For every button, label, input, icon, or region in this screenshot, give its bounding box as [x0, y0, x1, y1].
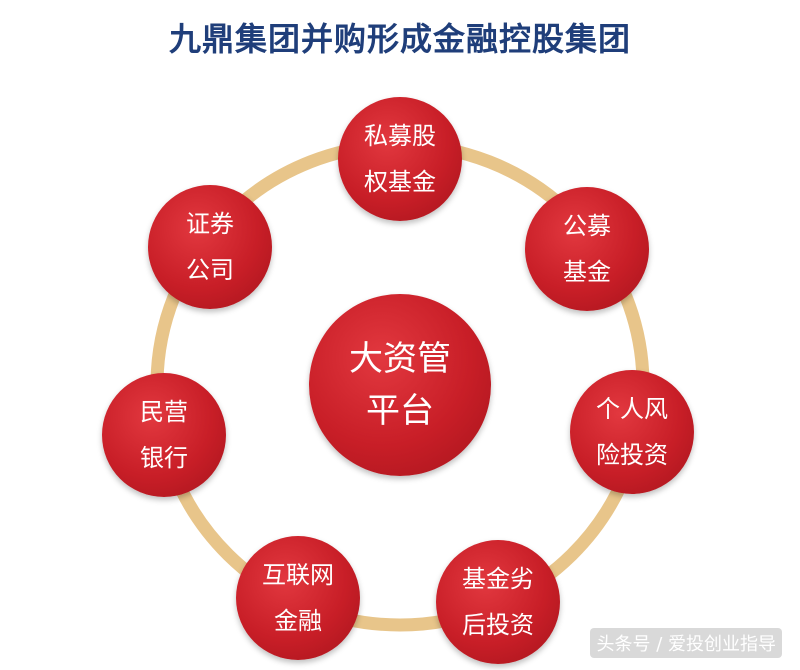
page-title: 九鼎集团并购形成金融控股集团	[168, 20, 631, 58]
watermark: 头条号 / 爱投创业指导	[590, 628, 782, 658]
node-label-line2: 险投资	[596, 441, 668, 469]
node-label-line1: 互联网	[262, 561, 334, 589]
node-label-line2: 权基金	[364, 168, 436, 196]
node-label-line1: 私募股	[364, 122, 436, 150]
node-private-bank: 民营 银行	[102, 373, 226, 497]
node-label-line2: 后投资	[462, 611, 534, 639]
center-node-asset-management-platform: 大资管 平台	[309, 294, 491, 476]
center-label-line1: 大资管	[349, 339, 451, 379]
node-label-line1: 民营	[140, 398, 188, 426]
node-public-fund: 公募 基金	[525, 187, 649, 311]
node-securities-company: 证券 公司	[148, 185, 272, 309]
node-label-line1: 基金劣	[462, 565, 534, 593]
node-label-line2: 基金	[563, 258, 611, 286]
node-label-line2: 金融	[274, 607, 322, 635]
node-label-line1: 证券	[186, 210, 234, 238]
node-personal-venture: 个人风 险投资	[570, 370, 694, 494]
node-label-line2: 银行	[140, 444, 188, 472]
node-label-line2: 公司	[186, 256, 234, 284]
node-label-line1: 个人风	[596, 395, 668, 423]
center-label-line2: 平台	[366, 391, 434, 431]
node-label-line1: 公募	[563, 212, 611, 240]
node-fund-secondary-investment: 基金劣 后投资	[436, 540, 560, 664]
node-internet-finance: 互联网 金融	[236, 536, 360, 660]
node-private-equity-fund: 私募股 权基金	[338, 97, 462, 221]
